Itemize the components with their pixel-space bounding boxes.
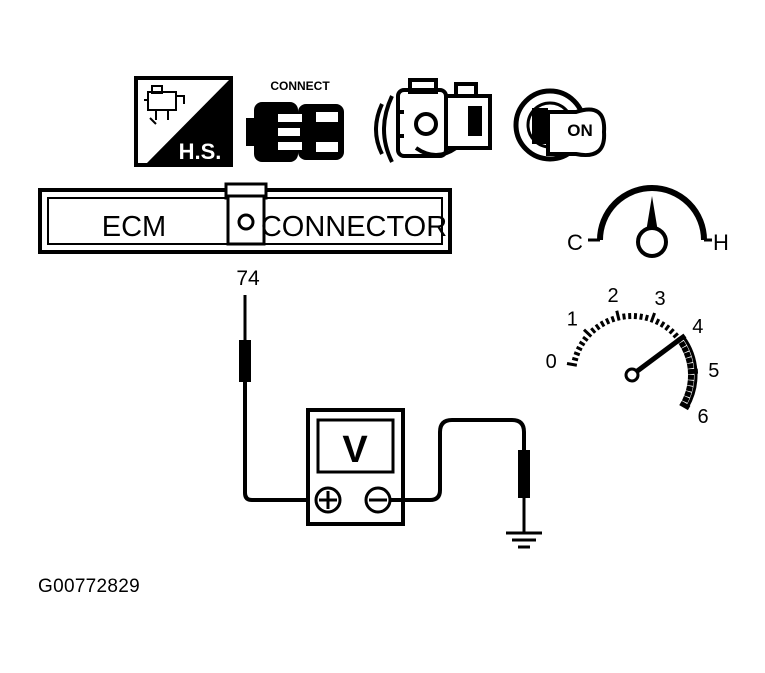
positive-probe-lead	[239, 295, 314, 502]
hood-label: H.S.	[179, 139, 222, 164]
tachometer-tick	[686, 362, 694, 369]
connect-label: CONNECT	[270, 79, 330, 93]
tachometer-tick	[681, 395, 690, 403]
voltmeter: V	[306, 408, 405, 526]
tachometer-tick	[610, 315, 616, 323]
tachometer-tick	[687, 380, 694, 386]
tachometer-tick	[684, 390, 692, 398]
ecm-connector: ECM CONNECTOR	[38, 182, 452, 254]
tachometer-needle	[629, 336, 683, 378]
engine-running-icon	[374, 78, 492, 163]
tachometer-tick	[575, 345, 583, 352]
tachometer-tick	[582, 328, 593, 338]
ignition-label: ON	[567, 121, 593, 140]
tachometer-tick	[668, 328, 675, 335]
positive-terminal-icon	[314, 486, 342, 514]
tachometer-tick	[685, 357, 693, 364]
tachometer-ticks	[566, 310, 699, 411]
tachometer-tick	[590, 327, 597, 334]
hood-open-icon: H.S.	[134, 76, 233, 167]
tachometer-tick	[659, 321, 666, 328]
voltmeter-display: V	[342, 429, 368, 471]
tachometer-label: 2	[608, 285, 619, 307]
tachometer-scale: 01 2 3 45 6	[546, 285, 720, 428]
tachometer-tick	[685, 385, 693, 392]
tachometer-label: 6	[697, 406, 708, 428]
tachometer-label: 1	[567, 309, 578, 331]
tachometer-label: 4	[692, 316, 703, 338]
coolant-temperature-gauge-icon: C H	[567, 185, 729, 258]
tachometer-tick	[664, 324, 671, 331]
tachometer-tick	[654, 318, 661, 326]
figure-id-caption: G00772829	[38, 576, 141, 597]
tachometer-tick	[573, 351, 581, 357]
ecm-label: ECM	[102, 211, 166, 243]
tachometer-tick	[604, 317, 611, 325]
tachometer-label: 0	[546, 351, 557, 373]
negative-terminal-icon	[364, 486, 392, 514]
tachometer-tick	[578, 340, 586, 347]
gauge-hot-label: H	[713, 230, 729, 255]
tachometer-tick	[622, 313, 626, 320]
tachometer-tick	[599, 320, 606, 328]
tachometer-tick	[639, 313, 644, 320]
tachometer-tick	[681, 345, 690, 354]
tachometer-hub	[624, 367, 640, 383]
connector-label: CONNECTOR	[261, 211, 447, 243]
tachometer-tick	[672, 332, 679, 339]
tachometer-tick	[644, 314, 649, 322]
tachometer-label: 3	[654, 288, 665, 310]
tachometer-label: 5	[708, 360, 719, 382]
tachometer-tick	[566, 362, 578, 367]
tachometer-tick	[571, 356, 579, 362]
tachometer-tick	[615, 310, 621, 321]
tachometer-tick	[582, 335, 589, 342]
connector-connect-icon: CONNECT	[246, 79, 344, 162]
tachometer-icon: 01 2 3 45 6	[546, 285, 720, 428]
tachometer-tick	[649, 312, 656, 323]
ignition-key-on-icon: ON	[513, 88, 607, 162]
tachometer-redzone	[682, 335, 698, 408]
tachometer-tick	[678, 340, 687, 349]
tachometer-tick	[594, 323, 601, 331]
connector-pin-hole	[237, 213, 255, 231]
negative-probe-lead	[390, 418, 530, 532]
pin-number-label: 74	[236, 267, 260, 290]
tachometer-tick	[683, 351, 692, 359]
gauge-cold-label: C	[567, 230, 583, 255]
ground-symbol-icon	[506, 531, 542, 549]
